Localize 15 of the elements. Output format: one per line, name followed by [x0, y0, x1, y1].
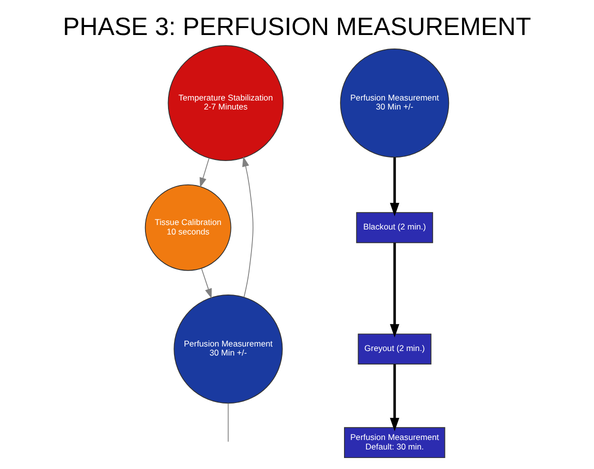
arrow [200, 158, 210, 188]
node-circle: Perfusion Measurement 30 Min +/- [174, 294, 283, 404]
node-circle: Temperature Stabilization 2-7 Minutes [168, 45, 284, 161]
connector [228, 402, 229, 442]
arrow [390, 364, 400, 432]
node-box: Greyout (2 min.) [358, 334, 432, 365]
node-box: Perfusion Measurement Default: 30 min. [344, 427, 446, 458]
arrow [201, 268, 212, 299]
node-box: Blackout (2 min.) [356, 212, 434, 244]
node-circle: Perfusion Measurement 30 Min +/- [340, 48, 450, 158]
arrow [390, 157, 400, 216]
arrow [242, 156, 254, 298]
node-circle: Tissue Calibration 10 seconds [144, 184, 232, 271]
arrow [390, 242, 400, 338]
diagram-title: PHASE 3: PERFUSION MEASUREMENT [62, 12, 532, 41]
